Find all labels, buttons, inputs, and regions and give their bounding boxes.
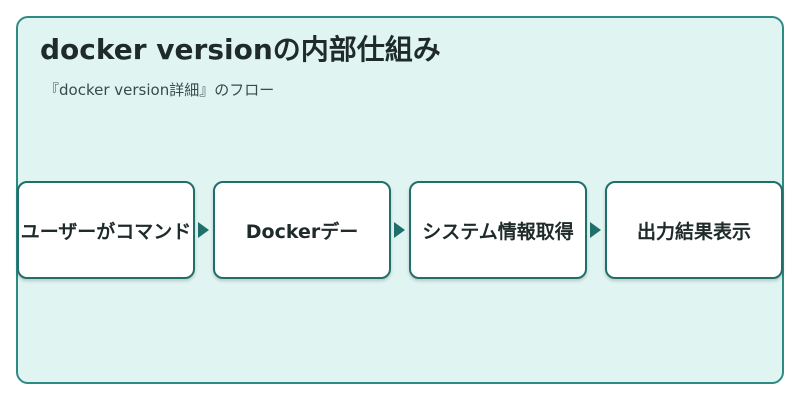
flow-step-output: 出力結果表示 bbox=[605, 181, 783, 279]
flow-arrow-right-icon bbox=[198, 222, 209, 238]
flow-arrow-right-icon bbox=[394, 222, 405, 238]
diagram-title: docker versionの内部仕組み bbox=[40, 33, 441, 66]
flow-step-system-info: システム情報取得 bbox=[409, 181, 587, 279]
flow-arrow-right-icon bbox=[590, 222, 601, 238]
flow-step-label: 出力結果表示 bbox=[636, 220, 751, 243]
flow-step-label: Dockerデー bbox=[245, 220, 359, 243]
flow-step-label: システム情報取得 bbox=[422, 220, 574, 243]
flow-step-docker-daemon: Dockerデー bbox=[213, 181, 391, 279]
flow-step-user-command: ユーザーがコマンド bbox=[17, 181, 195, 279]
flow-step-label: ユーザーがコマンド bbox=[20, 220, 192, 243]
diagram-subtitle: 『docker version詳細』のフロー bbox=[44, 81, 275, 99]
